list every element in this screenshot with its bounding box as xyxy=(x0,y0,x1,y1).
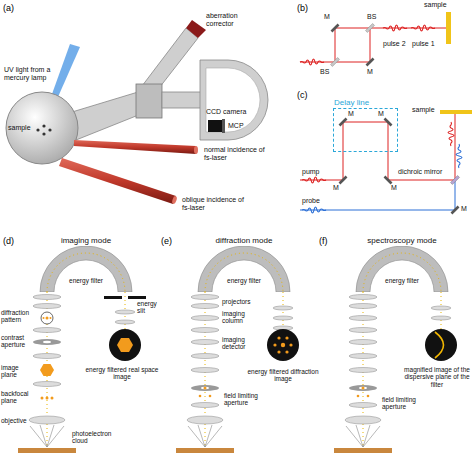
part-label: diffraction pattern xyxy=(1,309,35,324)
peem-setup xyxy=(6,20,268,204)
panel-letter: (c) xyxy=(297,90,317,100)
pulse-label: pulse 1 xyxy=(412,40,447,48)
aberration-corrector xyxy=(186,20,206,38)
part-label: sample xyxy=(412,106,442,114)
part-label: field limiting aperture xyxy=(382,396,438,411)
mode-title: diffraction mode xyxy=(169,236,319,245)
normal-laser xyxy=(74,140,196,154)
part-label: backfocal plane xyxy=(1,390,35,405)
image-caption: energy filtered real space image xyxy=(85,366,159,381)
chamber-sphere xyxy=(6,92,78,164)
part-label: image plane xyxy=(1,364,35,379)
image-caption: magnified image of the dispersive plane … xyxy=(402,366,472,388)
energy-filter-arc: energy filter xyxy=(38,246,134,292)
optic-label: dichroic mirror xyxy=(398,168,453,176)
optic-label: BS xyxy=(367,13,383,21)
part-label: photoelectron cloud xyxy=(72,430,127,445)
analyzer-label: energy filter xyxy=(372,277,432,284)
part-label: field limiting aperture xyxy=(224,392,279,407)
sample-plate xyxy=(446,12,451,44)
part-label: MCP xyxy=(228,122,253,130)
panel-letter: (d) xyxy=(3,236,23,246)
oblique-laser xyxy=(59,158,176,204)
hemispherical-analyzer xyxy=(38,246,134,292)
sample-dots xyxy=(36,124,51,135)
part-label: imaging detector xyxy=(222,336,262,351)
mode-title: imaging mode xyxy=(11,236,161,245)
mcp-plate xyxy=(222,119,225,133)
analyzer-label: energy filter xyxy=(214,277,274,284)
part-label: sample xyxy=(8,124,38,132)
pump-probe-optics xyxy=(300,110,472,214)
optic-label: M xyxy=(348,110,360,118)
beam-label: pump xyxy=(302,168,332,176)
optic-label: M xyxy=(461,205,473,213)
part-label: aberration corrector xyxy=(206,12,261,28)
optic-label: M xyxy=(324,13,338,21)
panel-letter: (b) xyxy=(297,3,317,13)
part-label: oblique incidence of fs-laser xyxy=(182,196,252,212)
laser-end xyxy=(194,146,198,154)
part-label: sample xyxy=(424,1,464,9)
optic-label: M xyxy=(378,110,390,118)
hemispherical-analyzer xyxy=(196,246,292,292)
optic-label: M xyxy=(367,68,381,76)
part-label: contrast aperture xyxy=(1,334,35,349)
part-label: CCD camera xyxy=(206,108,256,116)
ccd-camera xyxy=(208,120,222,132)
beam-label: probe xyxy=(302,197,332,205)
hemispherical-analyzer xyxy=(354,246,450,292)
vacuum-tube xyxy=(72,92,146,140)
dichroic-mirror xyxy=(451,176,460,185)
energy-filter-arc: energy filter xyxy=(196,246,292,292)
pulse-pair-optics xyxy=(300,12,451,66)
beam-separator xyxy=(136,84,162,118)
part-label: normal incidence of fs-laser xyxy=(204,146,266,162)
analyzer-label: energy filter xyxy=(56,277,116,284)
delay-line-box: Delay lineMM xyxy=(333,108,398,152)
part-label: UV light from a mercury lamp xyxy=(4,66,58,82)
part-label: projectors xyxy=(222,298,267,305)
panel-letter: (a) xyxy=(3,3,23,13)
optic-label: M xyxy=(333,184,345,192)
laser-end xyxy=(171,196,177,205)
panel-letter: (e) xyxy=(161,236,181,246)
analyzer-body xyxy=(200,60,268,140)
panel-letter: (f) xyxy=(319,236,339,246)
transfer-tube xyxy=(162,92,202,108)
part-label: energy slit xyxy=(137,300,159,315)
corrector-tube xyxy=(142,28,198,92)
image-caption: energy filtered diffraction image xyxy=(243,368,323,383)
analyzer-inner xyxy=(206,68,260,132)
optic-label: M xyxy=(391,184,403,192)
optic-label: BS xyxy=(320,68,336,76)
mode-title: spectroscopy mode xyxy=(327,236,474,245)
part-label: imaging column xyxy=(222,310,262,325)
box-title: Delay line xyxy=(334,98,394,107)
part-label: objective xyxy=(1,417,35,424)
energy-filter-arc: energy filter xyxy=(354,246,450,292)
sample-plate xyxy=(440,110,472,114)
